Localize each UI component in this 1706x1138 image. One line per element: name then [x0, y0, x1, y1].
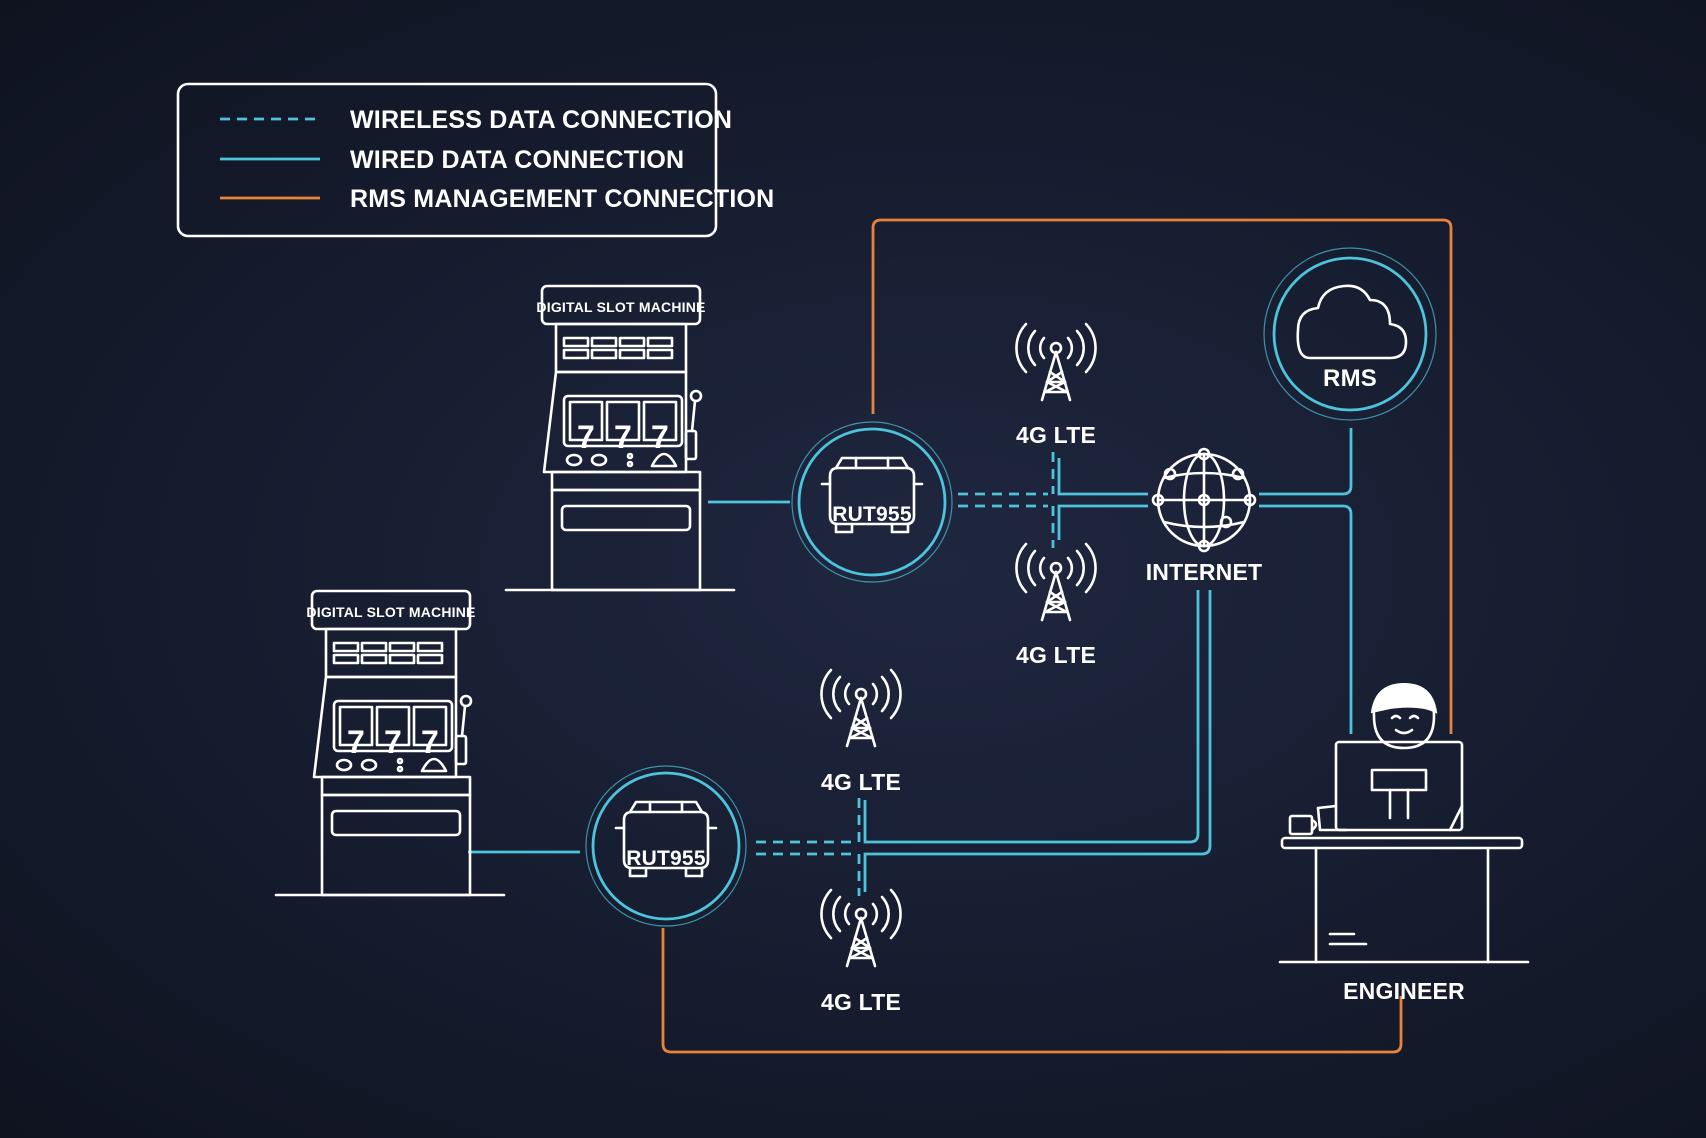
router-bottom-label: RUT955 — [626, 847, 706, 870]
tower-4: 4G LTE — [820, 888, 902, 1015]
tower-2-label: 4G LTE — [1016, 642, 1096, 668]
engineer-label: ENGINEER — [1343, 978, 1465, 1004]
reel-digit: 7 — [384, 724, 402, 760]
legend-wired-label: WIRED DATA CONNECTION — [350, 146, 684, 174]
router-icon — [584, 764, 748, 928]
legend-rms-label: RMS MANAGEMENT CONNECTION — [350, 185, 774, 213]
globe-icon — [1151, 447, 1257, 553]
cell-tower-icon — [820, 888, 902, 968]
cell-tower-icon — [820, 668, 902, 748]
slot-machine-bottom-label: DIGITAL SLOT MACHINE — [306, 604, 475, 620]
reel-digit: 7 — [614, 419, 632, 455]
internet-node: INTERNET — [1146, 447, 1263, 585]
tower-4-label: 4G LTE — [821, 989, 901, 1015]
tower-1: 4G LTE — [1015, 322, 1097, 448]
legend-wireless-label: WIRELESS DATA CONNECTION — [350, 106, 732, 134]
reel-digit: 7 — [651, 419, 669, 455]
reel-digit: 7 — [347, 724, 365, 760]
rms-node: RMS — [1263, 247, 1437, 421]
wireless-connections — [756, 452, 1055, 896]
cloud-icon — [1296, 284, 1408, 360]
slot-machine-top: DIGITAL SLOT MACHINE 7 7 7 — [504, 284, 736, 592]
cell-tower-icon — [1015, 542, 1097, 622]
engineer-node: ENGINEER — [1278, 682, 1530, 1004]
router-bottom: RUT955 — [584, 764, 748, 928]
router-top: RUT955 — [790, 420, 954, 584]
wired-connections — [468, 428, 1353, 892]
cell-tower-icon — [1015, 322, 1097, 402]
rms-connections — [661, 218, 1453, 1054]
router-top-label: RUT955 — [832, 503, 912, 526]
tower-3-label: 4G LTE — [821, 769, 901, 795]
engineer-desk-icon — [1278, 682, 1530, 964]
reel-digit: 7 — [577, 419, 595, 455]
legend: WIRELESS DATA CONNECTION WIRED DATA CONN… — [176, 82, 774, 238]
reel-digit: 7 — [421, 724, 439, 760]
tower-3: 4G LTE — [820, 668, 902, 795]
tower-1-label: 4G LTE — [1016, 422, 1096, 448]
slot-machine-top-label: DIGITAL SLOT MACHINE — [536, 299, 705, 315]
tower-2: 4G LTE — [1015, 542, 1097, 668]
rms-label: RMS — [1323, 365, 1377, 392]
router-icon — [790, 420, 954, 584]
internet-label: INTERNET — [1146, 559, 1263, 585]
slot-machine-bottom: DIGITAL SLOT MACHINE 7 7 7 — [274, 589, 506, 897]
